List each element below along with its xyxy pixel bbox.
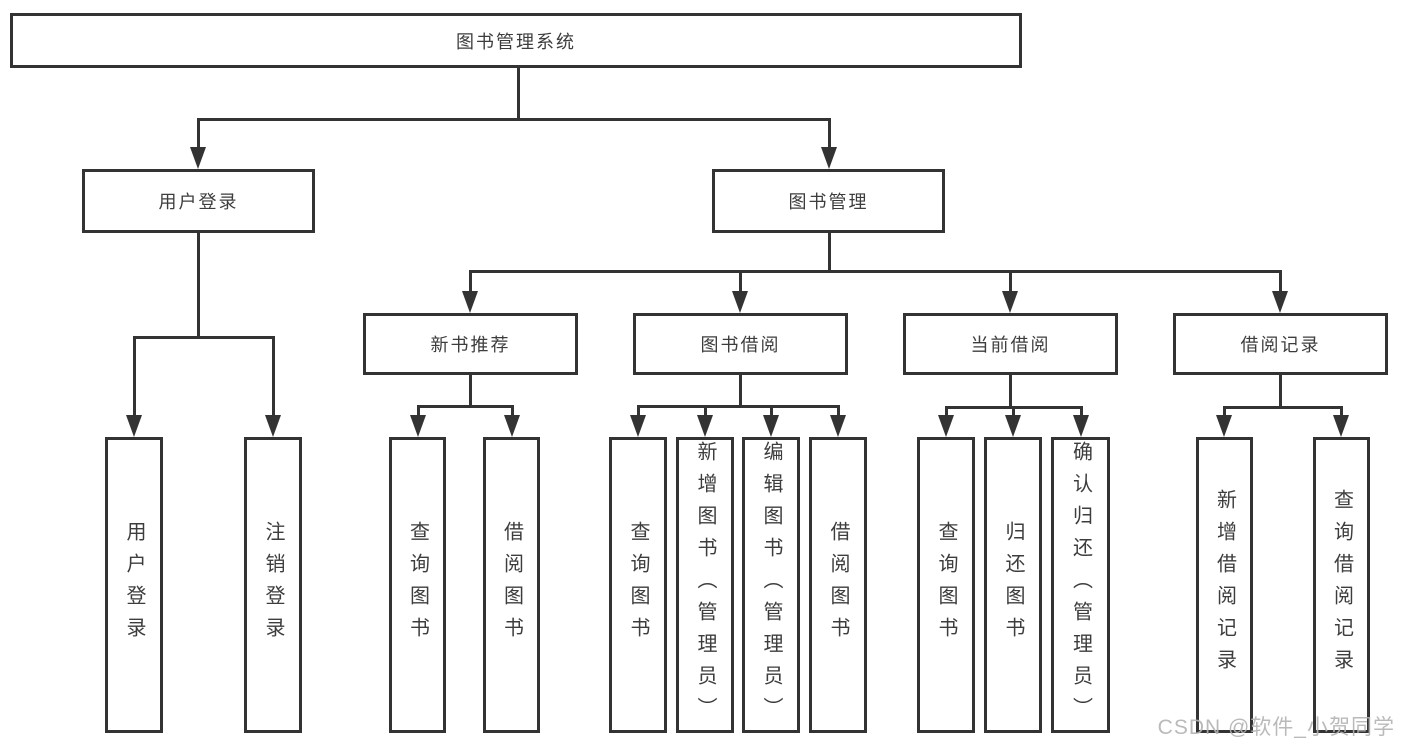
arrowhead-down-icon [504,415,520,437]
leaf-add-book-admin: 新增图书（管理员） [676,437,734,733]
connector-line [133,336,136,417]
connector-line [197,118,200,149]
connector-line [272,336,275,417]
node-label: 查询图书 [627,521,649,649]
node-label: 新增借阅记录 [1213,489,1236,681]
leaf-borrow-books-recommend: 借阅图书 [483,437,540,733]
arrowhead-down-icon [938,415,954,437]
node-label: 查询图书 [935,521,957,649]
node-label: 借阅图书 [500,521,523,649]
arrowhead-down-icon [126,415,142,437]
arrowhead-down-icon [265,415,281,437]
connector-line [1340,406,1343,417]
connector-line [637,405,640,417]
node-label: 新书推荐 [430,335,511,355]
connector-line [837,405,840,417]
connector-line [417,405,514,408]
node-current-borrowing: 当前借阅 [903,313,1118,375]
node-label: 图书借阅 [700,335,781,355]
leaf-query-books-borrow: 查询图书 [609,437,667,733]
connector-line [828,118,831,149]
node-label: 查询图书 [406,521,429,649]
leaf-user-login: 用户登录 [105,437,163,733]
node-label: 借阅图书 [827,521,849,649]
arrowhead-down-icon [732,291,748,313]
connector-line [739,270,742,293]
connector-line [1223,406,1226,417]
node-label: 图书管理 [788,192,869,212]
node-library-management-system: 图书管理系统 [10,13,1022,68]
csdn-watermark: CSDN @软件_小贺同学 [1157,716,1395,739]
arrowhead-down-icon [462,291,478,313]
node-book-management: 图书管理 [712,169,945,233]
connector-line [469,375,472,408]
leaf-borrow-books: 借阅图书 [809,437,867,733]
leaf-query-books-recommend: 查询图书 [389,437,446,733]
leaf-logout: 注销登录 [244,437,302,733]
leaf-return-books: 归还图书 [984,437,1042,733]
connector-line [517,68,520,121]
node-user-login: 用户登录 [82,169,315,233]
arrowhead-down-icon [190,147,206,169]
connector-line [1279,270,1282,293]
connector-line [770,405,773,417]
connector-line [197,233,200,339]
arrowhead-down-icon [830,415,846,437]
connector-line [469,270,472,293]
leaf-edit-book-admin: 编辑图书（管理员） [742,437,800,733]
node-book-borrowing: 图书借阅 [633,313,848,375]
leaf-query-books-current: 查询图书 [917,437,975,733]
connector-line [1223,406,1343,409]
connector-line [704,405,707,417]
arrowhead-down-icon [1216,415,1232,437]
connector-line [1012,406,1015,417]
connector-line [828,233,831,273]
node-new-book-recommendation: 新书推荐 [363,313,578,375]
node-label: 当前借阅 [970,335,1051,355]
arrowhead-down-icon [697,415,713,437]
connector-line [637,405,840,408]
arrowhead-down-icon [410,415,426,437]
node-label: 确认归还（管理员） [1069,441,1092,729]
node-label: 查询借阅记录 [1330,489,1353,681]
arrowhead-down-icon [1005,415,1021,437]
node-label: 用户登录 [158,192,239,212]
arrowhead-down-icon [1002,291,1018,313]
arrowhead-down-icon [630,415,646,437]
connector-line [945,406,948,417]
arrowhead-down-icon [763,415,779,437]
arrowhead-down-icon [1272,291,1288,313]
leaf-confirm-return-admin: 确认归还（管理员） [1051,437,1110,733]
connector-line [469,270,1282,273]
node-borrowing-records: 借阅记录 [1173,313,1388,375]
connector-line [1080,406,1083,417]
arrowhead-down-icon [821,147,837,169]
connector-line [1009,270,1012,293]
connector-line [197,118,831,121]
node-label: 借阅记录 [1240,335,1321,355]
node-label: 用户登录 [123,521,145,649]
node-label: 新增图书（管理员） [694,441,716,729]
node-label: 归还图书 [1002,521,1024,649]
leaf-query-borrow-record: 查询借阅记录 [1313,437,1370,733]
node-label: 注销登录 [262,521,284,649]
node-label: 图书管理系统 [456,31,576,52]
connector-line [1009,375,1012,409]
node-label: 编辑图书（管理员） [760,441,782,729]
arrowhead-down-icon [1073,415,1089,437]
leaf-add-borrow-record: 新增借阅记录 [1196,437,1253,733]
connector-line [133,336,275,339]
connector-line [417,405,420,417]
connector-line [511,405,514,417]
arrowhead-down-icon [1333,415,1349,437]
connector-line [739,375,742,408]
connector-line [1279,375,1282,409]
